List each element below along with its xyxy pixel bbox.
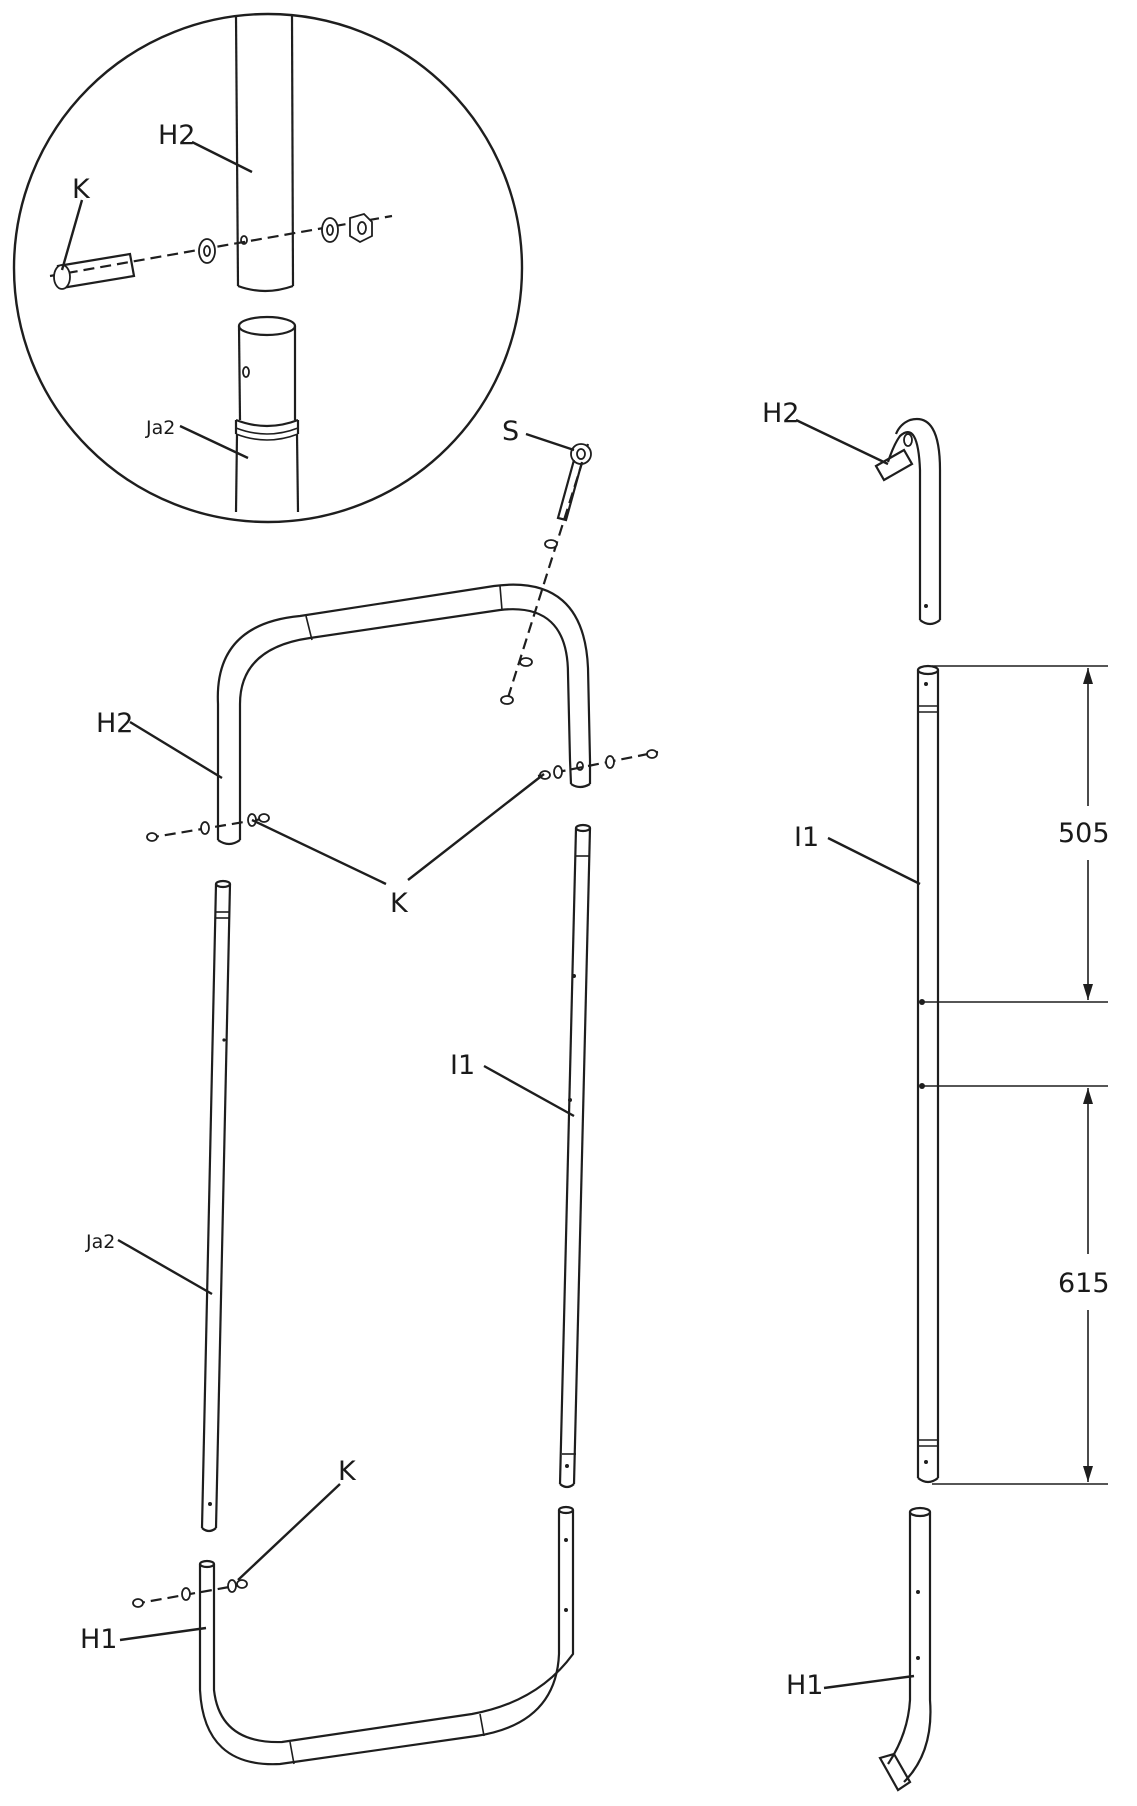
leader-k-low [237,1483,341,1581]
label-s: S [502,416,519,447]
k-bolts-lower [132,1579,248,1608]
k-bolts-upper [146,749,659,842]
leader-right-h2 [795,418,889,466]
dimension-lines [922,665,1108,1485]
leader-h1-left [119,1626,207,1642]
detail-view: H2 K Ja2 [12,12,524,524]
leader-ja2 [117,1238,213,1296]
label-ja2: Ja2 [85,1231,115,1253]
leader-detail-h2 [191,140,253,174]
leader-detail-k [60,199,84,271]
label-right-h1: H1 [786,1670,823,1701]
leader-detail-ja2 [179,424,249,460]
label-right-i1: I1 [794,822,819,853]
label-h1-left: H1 [80,1624,117,1655]
label-k-low: K [338,1456,357,1487]
tube-ja2 [200,879,232,1533]
label-k-mid: K [390,888,409,919]
label-left-h2: H2 [96,708,133,739]
detail-bolt-assembly [49,212,393,290]
leader-right-i1 [827,836,921,886]
leader-k-mid-left [251,818,387,886]
detail-circle [12,12,524,524]
tube-h1-arch [198,1505,575,1766]
detail-tube-h2 [234,15,295,293]
label-right-h2: H2 [762,398,799,429]
s-bolt-assembly [500,443,592,705]
leader-s [525,432,575,452]
label-detail-h2: H2 [158,120,195,151]
tube-i1-center [558,823,592,1489]
dimension-lower: 615 [1058,1268,1110,1299]
tube-h2-elbow [874,417,942,626]
tube-h1-elbow [878,1506,932,1792]
leader-right-h1 [823,1674,915,1690]
leader-k-mid-right [407,773,545,881]
leader-left-h2 [129,720,223,780]
label-detail-k: K [72,174,91,205]
tube-i1-right [916,664,940,1484]
detail-tube-ja2 [234,315,300,513]
label-i1-center: I1 [450,1050,475,1081]
dimension-upper: 505 [1058,818,1110,849]
leader-i1-center [483,1064,575,1118]
tube-h2-arch [216,583,592,846]
label-detail-ja2: Ja2 [145,417,175,439]
